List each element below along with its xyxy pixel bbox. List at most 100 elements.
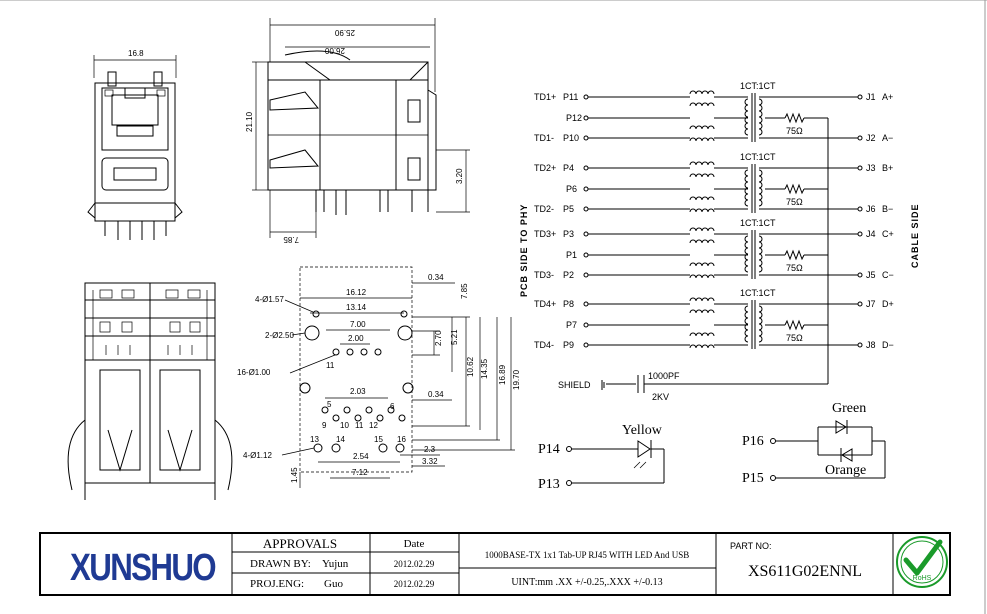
description-text: 1000BASE-TX 1x1 Tab-UP RJ45 WITH LED And…	[485, 550, 689, 560]
td-minus-label-3: TD3-	[534, 270, 554, 280]
logo-text: XUNSHUO	[70, 547, 215, 589]
td-plus-label-2: TD2+	[534, 163, 556, 173]
pin-ct-3: P1	[566, 250, 577, 260]
dim-1970: 19.70	[512, 369, 521, 390]
dim-270: 2.70	[434, 330, 443, 346]
dim-1314: 13.14	[346, 303, 367, 312]
jack-j2-sig-1: A−	[882, 133, 893, 143]
pin-n1-2: P4	[563, 163, 574, 173]
ratio-label-4: 1CT:1CT	[740, 288, 776, 298]
led-yellow-pin-b: P13	[538, 477, 560, 492]
ratio-label-1: 1CT:1CT	[740, 81, 776, 91]
proj-eng-label: PROJ.ENG:	[250, 578, 304, 590]
side-view: 25.90 26.00 21.10 3.20 7.85	[245, 18, 470, 244]
jack-j2-4: J8	[866, 340, 876, 350]
part-no-value: XS611G02ENNL	[748, 563, 862, 580]
jack-j1-1: J1	[866, 92, 876, 102]
jack-j2-3: J5	[866, 270, 876, 280]
pin-label-12: 12	[369, 421, 378, 430]
led-orange-color: Orange	[825, 463, 866, 478]
pin-n1-3: P3	[563, 229, 574, 239]
pin-ct-2: P6	[566, 184, 577, 194]
dim-width-front: 16.8	[128, 49, 144, 58]
drawn-date: 2012.02.29	[394, 559, 435, 569]
jack-j2-1: J2	[866, 133, 876, 143]
dim-side-pin: 3.20	[455, 168, 464, 184]
dim-1612: 16.12	[346, 288, 367, 297]
pin-n2-4: P9	[563, 340, 574, 350]
pin-n2-3: P2	[563, 270, 574, 280]
ratio-label-3: 1CT:1CT	[740, 218, 776, 228]
drawn-by-label: DRAWN BY:	[250, 558, 311, 570]
pin-n1-4: P8	[563, 299, 574, 309]
dim-side-bottom: 7.85	[283, 235, 299, 244]
pin-label-16: 16	[397, 435, 406, 444]
check-icon	[903, 539, 943, 576]
cable-side-label: CABLE SIDE	[910, 203, 920, 268]
part-no-label: PART NO:	[730, 541, 772, 551]
proj-eng-name: Guo	[324, 578, 343, 590]
dim-1689: 16.89	[498, 364, 507, 385]
pin-n1-1: P11	[563, 92, 578, 102]
logo: XUNSHUO	[70, 547, 217, 589]
dim-700: 7.00	[350, 320, 366, 329]
led-yellow-color: Yellow	[622, 423, 663, 438]
jack-j1-sig-4: D+	[882, 299, 894, 309]
dim-100: 16-Ø1.00	[237, 368, 271, 377]
resistor-label-4: 75Ω	[786, 333, 803, 343]
dim-1435: 14.35	[480, 358, 489, 379]
pin-n2-2: P5	[563, 204, 574, 214]
front-view: 16.8	[87, 49, 183, 240]
dim-200: 2.00	[348, 334, 364, 343]
jack-j2-sig-3: C−	[882, 270, 894, 280]
td-minus-label-2: TD2-	[534, 204, 554, 214]
rohs-badge: RoHS	[896, 536, 948, 588]
td-plus-label-1: TD1+	[534, 92, 556, 102]
pin-label-13: 13	[310, 435, 319, 444]
dim-23: 2.3	[424, 445, 436, 454]
pin-ct-1: P12	[566, 113, 582, 123]
rohs-text: RoHS	[913, 575, 932, 582]
cap-voltage: 2KV	[652, 392, 669, 402]
approvals-header: APPROVALS	[263, 536, 337, 551]
dim-side-top: 25.90	[334, 28, 355, 37]
resistor-label-2: 75Ω	[786, 197, 803, 207]
led-bicolor-schematic: Green Orange P16 P15	[742, 401, 886, 486]
jack-j2-2: J6	[866, 204, 876, 214]
pin-label-6: 6	[390, 402, 395, 411]
td-minus-label-4: TD4-	[534, 340, 554, 350]
dim-521: 5.21	[450, 329, 459, 345]
units-text: UINT:mm .XX +/-0.25,.XXX +/-0.13	[511, 577, 662, 588]
pin-label-10: 10	[340, 421, 349, 430]
pin-label-5: 5	[327, 400, 332, 409]
jack-j1-3: J4	[866, 229, 876, 239]
pin-label-11: 11	[326, 361, 335, 370]
jack-j2-sig-4: D−	[882, 340, 894, 350]
dim-785: 7.85	[460, 283, 469, 299]
jack-j2-sig-2: B−	[882, 204, 893, 214]
dim-203: 2.03	[350, 387, 366, 396]
pin-label-11b: 11	[355, 421, 364, 430]
dim-side-height: 21.10	[245, 111, 254, 132]
jack-j1-sig-1: A+	[882, 92, 893, 102]
dim-034-top: 0.34	[428, 273, 444, 282]
pin-label-9: 9	[322, 421, 327, 430]
jack-j1-2: J3	[866, 163, 876, 173]
drawn-by-name: Yujun	[322, 558, 349, 570]
td-plus-label-3: TD3+	[534, 229, 556, 239]
dim-145: 1.45	[290, 467, 299, 483]
pin-label-14: 14	[336, 435, 345, 444]
proj-date: 2012.02.29	[394, 579, 435, 589]
jack-j1-sig-3: C+	[882, 229, 894, 239]
dim-112: 4-Ø1.12	[243, 451, 272, 460]
led-yellow-pin-a: P14	[538, 442, 560, 457]
td-plus-label-4: TD4+	[534, 299, 556, 309]
ratio-label-2: 1CT:1CT	[740, 152, 776, 162]
